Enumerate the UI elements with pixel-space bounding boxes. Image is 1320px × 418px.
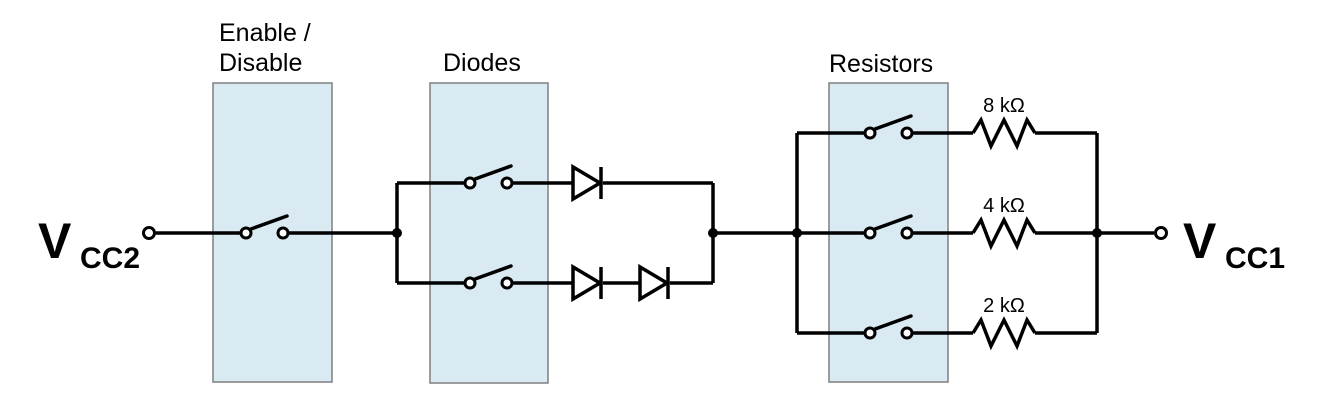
vcc1-terminal: V CC1 xyxy=(1154,213,1285,275)
resistor-zigzag-icon-4k xyxy=(971,216,1037,251)
enable-disable-label-line2: Disable xyxy=(219,49,302,77)
resistor-4k-switch-icon xyxy=(863,214,914,240)
resistor-value-8k: 8 kΩ xyxy=(983,95,1025,117)
resistor-branch-8k: 8 kΩ xyxy=(797,95,1097,151)
vcc2-label-sub: CC2 xyxy=(80,242,140,275)
vcc2-label-main: V xyxy=(38,213,72,269)
switch-contact-right xyxy=(500,176,514,190)
enable-disable-switch-icon xyxy=(239,214,290,240)
diode-icon-d2 xyxy=(571,263,604,303)
resistor-value-2k: 2 kΩ xyxy=(983,295,1025,317)
diode-bottom-switch-icon xyxy=(463,264,514,290)
diode-icon-d1 xyxy=(571,163,604,203)
resistor-zigzag-icon-8k xyxy=(971,116,1037,151)
switch-contact-left xyxy=(863,226,877,240)
vcc2-terminal-circle-icon xyxy=(142,226,156,240)
vcc1-label-sub: CC1 xyxy=(1225,242,1285,275)
resistor-branch-2k: 2 kΩ xyxy=(797,295,1097,351)
resistor-value-4k: 4 kΩ xyxy=(983,195,1025,217)
vcc2-terminal: V CC2 xyxy=(38,213,156,275)
diodes-bottom-branch xyxy=(397,263,713,303)
switch-contact-left xyxy=(239,226,253,240)
switch-lever xyxy=(873,314,913,331)
switch-contact-right xyxy=(276,226,290,240)
diodes-label: Diodes xyxy=(443,49,521,77)
switch-contact-left xyxy=(863,326,877,340)
switch-contact-right xyxy=(500,276,514,290)
switch-contact-right xyxy=(900,326,914,340)
switch-contact-right xyxy=(900,226,914,240)
switch-contact-right xyxy=(900,126,914,140)
diode-top-switch-icon xyxy=(463,164,514,190)
enable-disable-label-line1: Enable / xyxy=(219,19,311,47)
vcc1-terminal-circle-icon xyxy=(1154,226,1168,240)
switch-lever xyxy=(873,114,913,131)
switch-contact-left xyxy=(863,126,877,140)
switch-lever xyxy=(249,214,289,231)
diode-triangle xyxy=(571,163,604,203)
switch-lever xyxy=(873,214,913,231)
diodes-top-branch xyxy=(397,163,713,203)
diode-triangle xyxy=(638,263,671,303)
resistor-zigzag-icon-2k xyxy=(971,316,1037,351)
diodes-section-box xyxy=(429,82,549,384)
resistor-8k-switch-icon xyxy=(863,114,914,140)
switch-lever xyxy=(473,264,513,281)
switch-contact-left xyxy=(463,276,477,290)
switch-lever xyxy=(473,164,513,181)
resistor-branch-4k: 4 kΩ xyxy=(797,195,1097,251)
resistor-2k-switch-icon xyxy=(863,314,914,340)
switch-contact-left xyxy=(463,176,477,190)
diode-icon-d3 xyxy=(638,263,671,303)
resistors-label: Resistors xyxy=(829,50,933,78)
diode-triangle xyxy=(571,263,604,303)
vcc1-label-main: V xyxy=(1183,213,1217,269)
